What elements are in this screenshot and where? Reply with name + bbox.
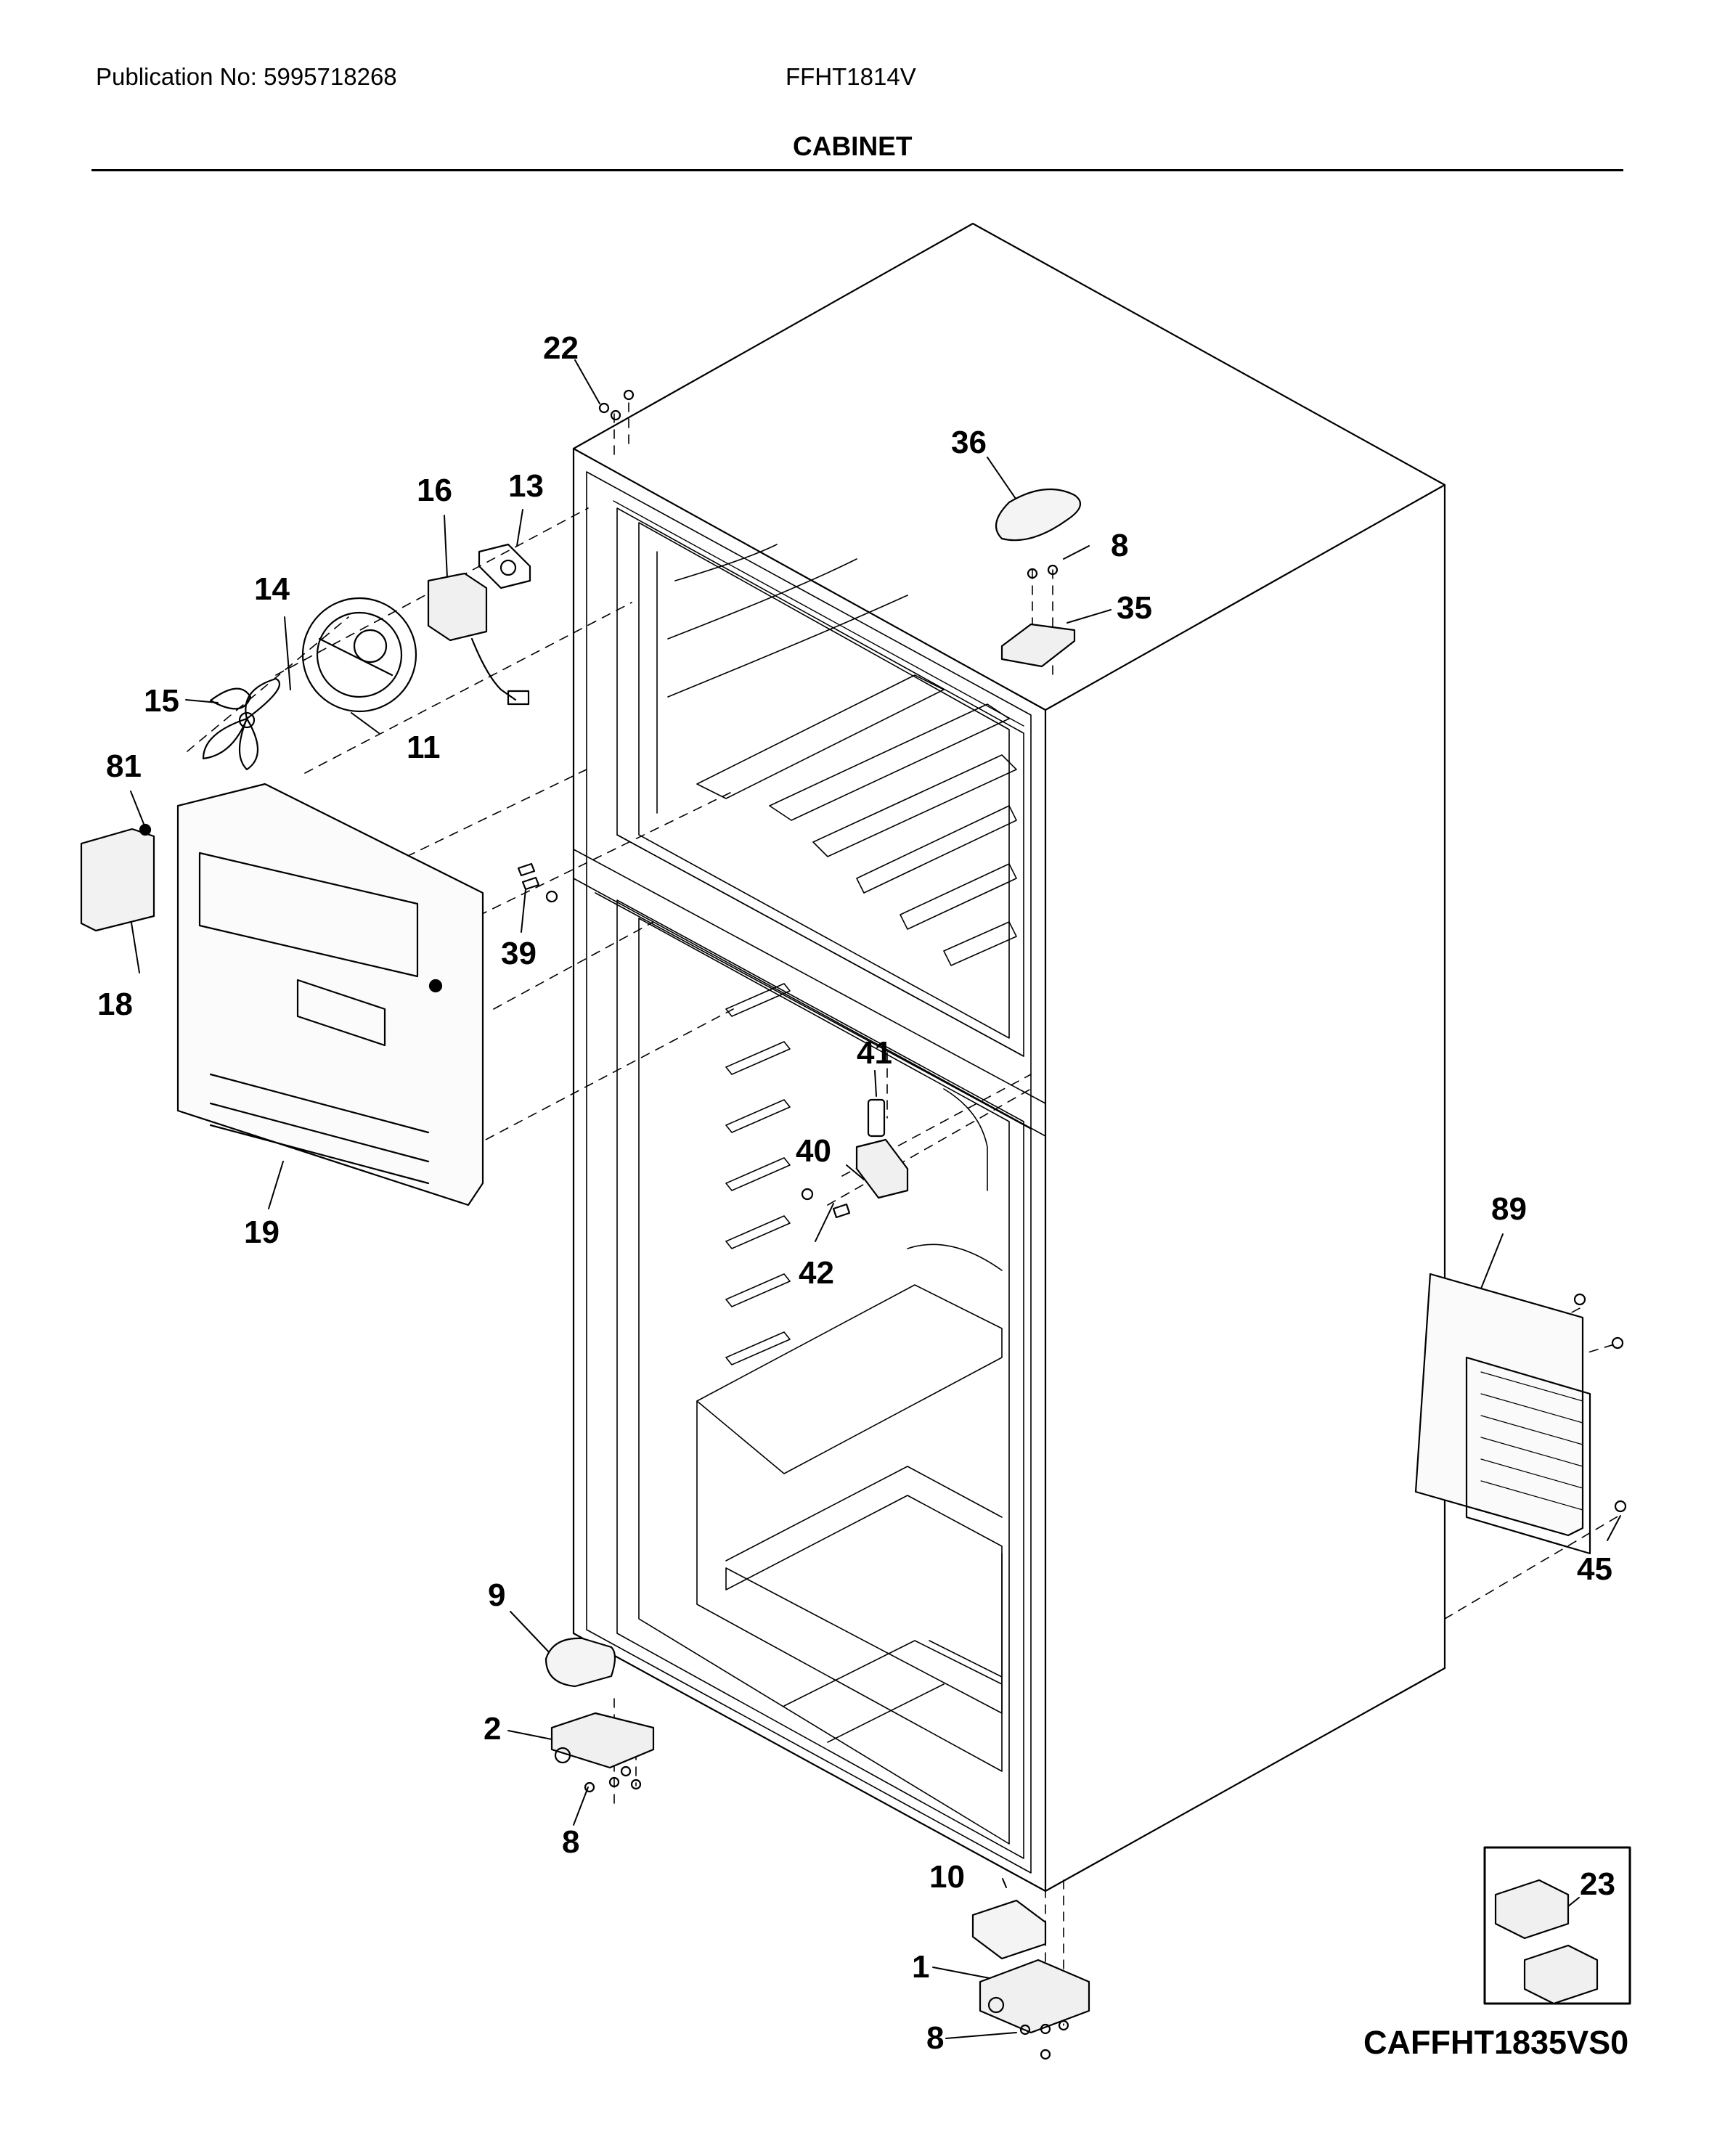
mullion [573,849,1046,1137]
bottom-left-hinge-cover [545,1637,616,1688]
callout-23: 23 [1580,1866,1615,1902]
leader-lines [130,359,1621,2039]
callout-89: 89 [1491,1191,1527,1227]
cabinet-shell [572,222,1446,1892]
header-divider [91,169,1623,171]
fan-motor-assembly [202,543,531,771]
top-screws [598,389,635,421]
fresh-food-liner [616,899,1024,1859]
screw-81 [139,823,152,836]
callout-42: 42 [799,1255,834,1291]
bottom-right-hinge-cover [971,1899,1047,1960]
publication-number: Publication No: 5995718268 [96,63,397,90]
rear-access-panel [1414,1273,1627,1555]
bottom-right-hinge [979,1959,1090,2060]
freezer-liner [616,507,1024,1057]
callout-13: 13 [508,468,544,504]
callout-labels: 22 36 8 35 16 13 14 15 11 81 18 39 19 41… [97,330,1615,2056]
callout-8-top: 8 [1111,528,1128,563]
damper-control-parts [801,1098,909,1219]
callout-10: 10 [929,1859,965,1895]
callout-22: 22 [543,330,579,366]
callout-15: 15 [144,683,179,719]
callout-16: 16 [417,473,452,508]
callout-40: 40 [796,1133,831,1169]
callout-81: 81 [106,748,142,784]
callout-35: 35 [1117,590,1152,626]
diagram-code: CAFFHT1835VS0 [1363,2024,1629,2061]
callout-41: 41 [857,1035,892,1071]
top-hinge [1000,564,1076,668]
top-hinge-cover [995,488,1082,542]
evaporator-cover [176,783,484,1206]
light-lens [80,828,155,932]
callout-14: 14 [254,571,290,607]
callout-36: 36 [951,425,987,460]
inset-box-part-23 [1483,1846,1631,2005]
mullion-screws [517,862,558,903]
model-number: FFHT1814V [786,63,916,90]
section-title: CABINET [793,131,913,161]
callout-39: 39 [501,936,537,971]
dashed-assembly-lines [187,402,1620,2026]
callout-19: 19 [244,1214,280,1250]
callout-45: 45 [1577,1551,1612,1587]
callout-8-left: 8 [562,1824,579,1860]
callout-11: 11 [407,730,441,765]
bottom-left-hinge [550,1712,655,1793]
callout-18: 18 [97,987,133,1022]
callout-2: 2 [484,1711,501,1747]
callout-8-bottom: 8 [926,2020,944,2056]
callout-1: 1 [912,1949,929,1985]
callout-9: 9 [488,1577,505,1613]
